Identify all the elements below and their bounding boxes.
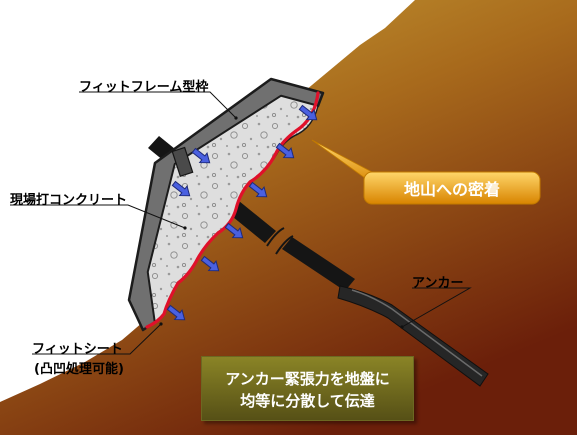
- force-arrow-icon: [275, 142, 295, 159]
- tension-transfer-box: アンカー緊張力を地盤に 均等に分散して伝達: [201, 356, 414, 421]
- force-arrows: [166, 104, 318, 321]
- concrete-leader: [10, 204, 187, 230]
- sheet-leader: [32, 322, 163, 355]
- anchor-label: アンカー: [412, 276, 464, 291]
- adhesion-callout: [363, 171, 541, 205]
- frame-leader: [79, 91, 238, 120]
- force-arrow-icon: [298, 104, 318, 121]
- force-arrow-icon: [248, 181, 268, 198]
- force-arrow-icon: [166, 304, 186, 321]
- force-arrow-icon: [200, 255, 220, 272]
- fit-sheet-label: フィットシート: [32, 342, 123, 357]
- anchor-head-plate: [171, 146, 194, 177]
- fit-frame-label: フィットフレーム型枠: [79, 80, 209, 95]
- force-arrow-icon: [191, 147, 211, 164]
- tension-line-1: アンカー緊張力を地盤に: [225, 370, 390, 388]
- leader-lines: [10, 91, 472, 355]
- fit-sheet: [145, 91, 320, 329]
- anchor-leader: [400, 287, 472, 329]
- tension-line-2: 均等に分散して伝達: [240, 392, 375, 410]
- cast-concrete-label: 現場打コンクリート: [10, 193, 128, 208]
- fit-sheet-note: (凸凹処理可能): [34, 362, 124, 377]
- pipe-break-icon: [266, 227, 294, 255]
- force-arrow-icon: [171, 180, 191, 197]
- adhesion-label: 地山への密着: [403, 180, 500, 199]
- force-arrow-icon: [224, 222, 244, 239]
